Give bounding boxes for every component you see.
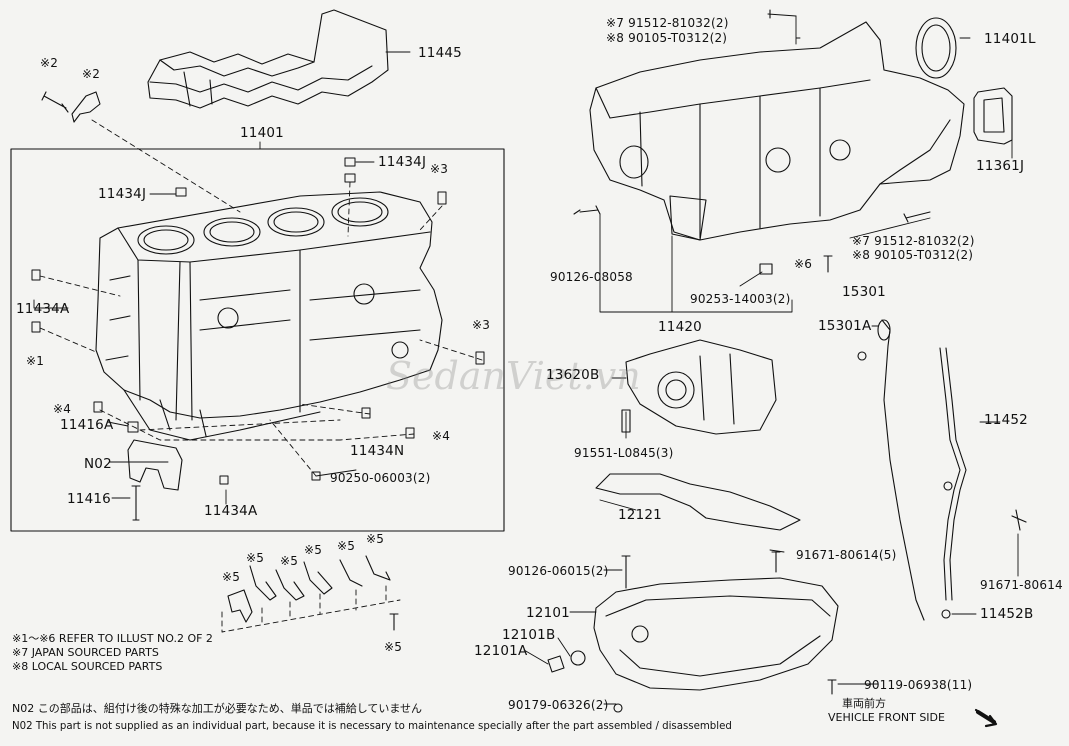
cylinder-block-group-frame [10, 148, 505, 532]
label-12101[interactable]: 12101 [526, 605, 570, 621]
label-11401l[interactable]: 11401L [984, 31, 1036, 47]
solid-leaders [33, 15, 1019, 705]
drain-plug-12101a-part [547, 655, 565, 673]
bolt-star2-part [41, 91, 69, 113]
note-japan-sourced: ※7 JAPAN SOURCED PARTS [12, 646, 159, 659]
dashed-leaders [39, 119, 483, 477]
oil-pan-12101-part [593, 577, 839, 691]
label-90179[interactable]: 90179-06326(2) [508, 698, 609, 712]
bolt-90119-part [827, 679, 837, 695]
bolt-91512-mid-part [903, 211, 931, 223]
label-13620b[interactable]: 13620B [546, 367, 600, 383]
gasket-12101b-part [570, 650, 586, 666]
label-star4-a: ※4 [53, 402, 72, 416]
vehicle-front-arrow-shaft [976, 710, 996, 724]
label-11445[interactable]: 11445 [418, 45, 462, 61]
label-11434j-b[interactable]: 11434J [98, 186, 147, 202]
vehicle-front-english: VEHICLE FRONT SIDE [828, 711, 945, 724]
label-star5-6: ※5 [366, 532, 385, 546]
label-star5-1: ※5 [222, 570, 241, 584]
label-91551[interactable]: 91551-L0845(3) [574, 446, 674, 460]
label-15301a[interactable]: 15301A [818, 318, 872, 334]
oil-jet-leaders [221, 585, 401, 633]
baffle-plate-12121-part [595, 473, 801, 531]
label-90105-top[interactable]: ※8 90105-T0312(2) [606, 31, 728, 45]
dipstick-guide-11452-part [939, 347, 967, 619]
insulator-11445-part [147, 9, 389, 109]
oil-pump-13620b-part [621, 339, 777, 435]
bolt-91512-top-part [767, 9, 797, 19]
label-star5-5: ※5 [337, 539, 356, 553]
label-90126-06015[interactable]: 90126-06015(2) [508, 564, 609, 578]
label-star1: ※1 [26, 354, 45, 368]
label-star5-4: ※5 [304, 543, 323, 557]
label-11452[interactable]: 11452 [984, 412, 1028, 428]
label-91512-mid[interactable]: ※7 91512-81032(2) [852, 234, 975, 248]
fitting-star2-part [71, 91, 101, 123]
label-star3-b: ※3 [472, 318, 491, 332]
label-star5-2: ※5 [246, 551, 265, 565]
stud-90126-06015-part [621, 555, 631, 589]
note-n02-english: N02 This part is not supplied as an indi… [12, 721, 732, 732]
label-90105-mid[interactable]: ※8 90105-T0312(2) [852, 248, 974, 262]
pin-90253-part [759, 263, 773, 275]
note-refer-illust: ※1～※6 REFER TO ILLUST NO.2 OF 2 [12, 632, 213, 645]
label-star5-7: ※5 [384, 640, 403, 654]
label-12121[interactable]: 12121 [618, 507, 662, 523]
label-11434a-b[interactable]: 11434A [204, 503, 258, 519]
label-90126-08058[interactable]: 90126-08058 [550, 270, 633, 284]
label-star2-b: ※2 [82, 67, 101, 81]
label-11434n[interactable]: 11434N [350, 443, 405, 459]
cover-11361j-part [973, 87, 1013, 145]
bearing-cap-n02-part [127, 439, 183, 491]
label-90250[interactable]: 90250-06003(2) [330, 471, 431, 485]
bolt-91671-5-part [771, 551, 781, 573]
label-star4-b: ※4 [432, 429, 451, 443]
bolt-star6-part [823, 255, 833, 273]
crankcase-11420-part [589, 21, 965, 241]
label-12101b[interactable]: 12101B [502, 627, 556, 643]
label-11401[interactable]: 11401 [240, 125, 284, 141]
label-91671-8[interactable]: 91671-80614 [980, 578, 1063, 592]
small-plugs [31, 157, 485, 485]
label-11420[interactable]: 11420 [658, 319, 702, 335]
label-star6: ※6 [794, 257, 813, 271]
label-11416[interactable]: 11416 [67, 491, 111, 507]
label-11434j-a[interactable]: 11434J [378, 154, 427, 170]
label-90253[interactable]: 90253-14003(2) [690, 292, 791, 306]
label-12101a[interactable]: 12101A [474, 643, 528, 659]
label-11416a[interactable]: 11416A [60, 417, 114, 433]
vehicle-front-japanese: 車両前方 [842, 697, 886, 710]
note-local-sourced: ※8 LOCAL SOURCED PARTS [12, 660, 163, 673]
oil-seal-11401l-part [915, 17, 957, 79]
label-star2-a: ※2 [40, 56, 59, 70]
label-91671-5[interactable]: 91671-80614(5) [796, 548, 897, 562]
label-15301[interactable]: 15301 [842, 284, 886, 300]
dipstick-15301-part [857, 319, 925, 621]
label-star3-a: ※3 [430, 162, 449, 176]
stud-90126-part [573, 205, 601, 215]
oil-jet-parts [227, 555, 399, 631]
label-n02[interactable]: N02 [84, 456, 112, 472]
bolt-91671-8-part [1011, 509, 1027, 531]
label-90119[interactable]: 90119-06938(11) [864, 678, 973, 692]
watermark: SedanViet.vn [386, 354, 641, 398]
label-star5-3: ※5 [280, 554, 299, 568]
note-n02-japanese: N02 この部品は、組付け後の特殊な加工が必要なため、単品では補給していません [12, 702, 423, 715]
label-91512-top[interactable]: ※7 91512-81032(2) [606, 16, 729, 30]
label-11361j[interactable]: 11361J [976, 158, 1025, 174]
bolt-90179-part [613, 703, 623, 713]
label-11434a-a[interactable]: 11434A [16, 301, 70, 317]
label-11452b[interactable]: 11452B [980, 606, 1034, 622]
cylinder-block-11401-part [95, 191, 443, 441]
bolt-11416-part [131, 485, 141, 521]
